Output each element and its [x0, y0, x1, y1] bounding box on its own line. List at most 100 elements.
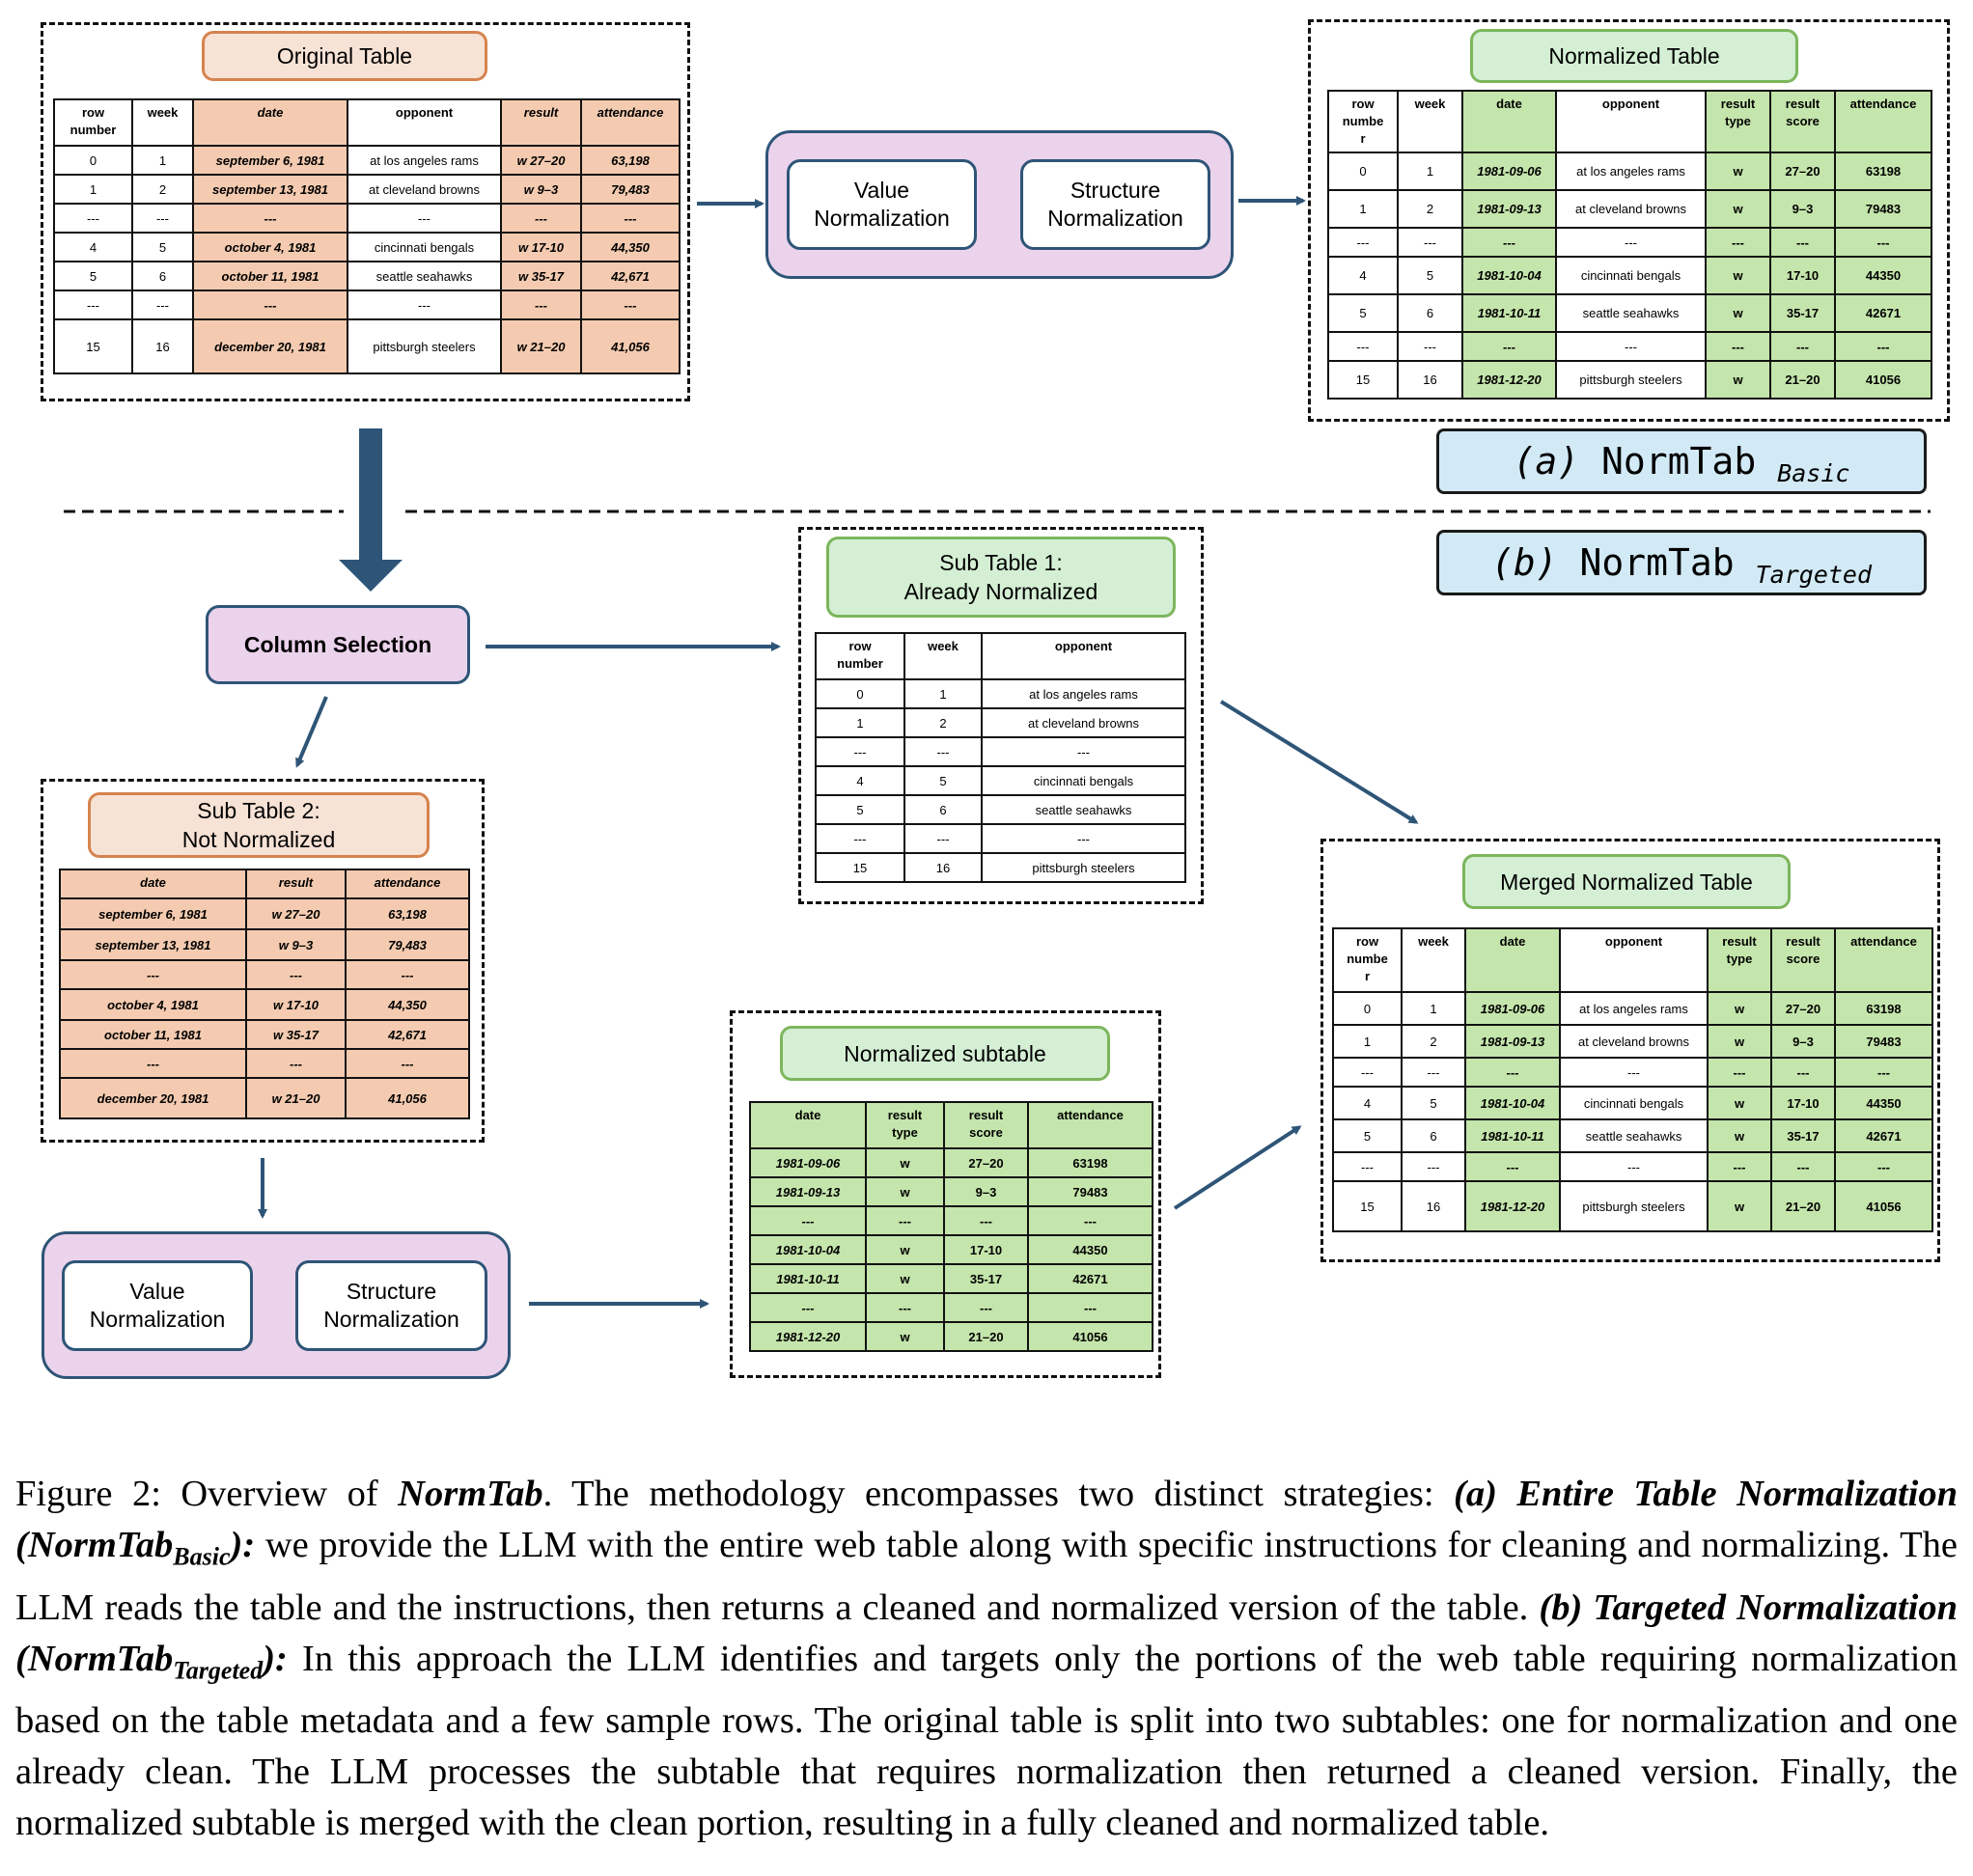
table-row: ---------------------	[1332, 1151, 1933, 1182]
table-cell: 42,671	[580, 261, 681, 291]
table-cell: 6	[131, 261, 194, 291]
value-normalization-box: Value Normalization	[787, 159, 977, 250]
header-cell: week	[903, 632, 983, 680]
table-row: ---------	[815, 736, 1186, 767]
table-cell: ---	[981, 736, 1186, 767]
table-cell: september 6, 1981	[59, 897, 247, 930]
table-cell: ---	[1397, 227, 1463, 258]
table-cell: ---	[1769, 331, 1836, 362]
table-cell: w	[865, 1234, 945, 1265]
table-cell: ---	[943, 1205, 1029, 1236]
table-cell: ---	[1705, 227, 1771, 258]
table-cell: december 20, 1981	[59, 1077, 247, 1119]
header-cell: row numbe r	[1332, 927, 1403, 993]
table-cell: 42671	[1027, 1263, 1153, 1294]
table-cell: 1981-10-11	[749, 1263, 867, 1294]
table-row: ---------------------	[1327, 331, 1932, 362]
table-cell: w	[1707, 1086, 1772, 1120]
sub-table-2-title: Sub Table 2: Not Normalized	[88, 792, 430, 858]
original-table-frame	[41, 22, 690, 401]
caption-bold-3: (b) Targeted Normalization (NormTab	[15, 1586, 1958, 1679]
table-cell: ---	[1559, 1151, 1709, 1182]
table-cell: 63,198	[345, 897, 470, 930]
table-cell: 79483	[1834, 1024, 1933, 1059]
table-cell: 1981-10-04	[749, 1234, 867, 1265]
merged-table-title: Merged Normalized Table	[1462, 854, 1791, 909]
table-cell: w	[1707, 1180, 1772, 1232]
table-cell: september 13, 1981	[192, 174, 348, 205]
table-cell: 9–3	[1769, 189, 1836, 229]
table-cell: pittsburgh steelers	[981, 852, 1186, 883]
table-cell: ---	[865, 1205, 945, 1236]
table-cell: 41056	[1834, 360, 1932, 400]
table-cell: ---	[59, 1048, 247, 1079]
header-cell: attendance	[1834, 90, 1932, 153]
table-cell: w	[1707, 1118, 1772, 1153]
table-cell: ---	[580, 203, 681, 234]
table-cell: ---	[943, 1292, 1029, 1323]
table-cell: 42671	[1834, 1118, 1933, 1153]
table-cell: pittsburgh steelers	[1559, 1180, 1709, 1232]
table-cell: 41,056	[345, 1077, 470, 1119]
table-cell: w	[865, 1176, 945, 1207]
table-cell: ---	[131, 290, 194, 320]
table-cell: ---	[1461, 227, 1557, 258]
table-cell: w	[1707, 1024, 1772, 1059]
table-cell: 6	[1397, 293, 1463, 333]
table-cell: ---	[1707, 1057, 1772, 1088]
table-cell: 1981-09-13	[749, 1176, 867, 1207]
table-row: ---------------------	[1327, 227, 1932, 258]
table-cell: w	[865, 1263, 945, 1294]
table-cell: 41056	[1834, 1180, 1933, 1232]
table-cell: ---	[1707, 1151, 1772, 1182]
table-cell: 2	[131, 174, 194, 205]
table-cell: ---	[192, 203, 348, 234]
table-cell: 1	[131, 145, 194, 176]
table-cell: ---	[865, 1292, 945, 1323]
table-cell: 1981-09-06	[1461, 152, 1557, 191]
table-row: ---------------------	[1332, 1057, 1933, 1088]
table-cell: ---	[1834, 1057, 1933, 1088]
structure-normalization-box: Structure Normalization	[1020, 159, 1210, 250]
table-cell: ---	[500, 203, 582, 234]
table-cell: w	[865, 1147, 945, 1178]
table-cell: w	[1707, 991, 1772, 1026]
table-cell: 27–20	[1770, 991, 1836, 1026]
table-cell: w	[1705, 360, 1771, 400]
normalized-table-title: Normalized Table	[1470, 29, 1798, 83]
table-cell: 15	[1332, 1180, 1403, 1232]
header-cell: week	[1397, 90, 1463, 153]
table-cell: 15	[53, 318, 133, 374]
table-row: ------------------	[53, 290, 681, 320]
table-cell: 1	[1397, 152, 1463, 191]
table-cell: 6	[1401, 1118, 1466, 1153]
table-cell: 41,056	[580, 318, 681, 374]
table-cell: 1981-10-11	[1464, 1118, 1561, 1153]
table-row: ------------	[749, 1205, 1153, 1236]
table-cell: 1981-10-04	[1464, 1086, 1561, 1120]
table-cell: seattle seahawks	[981, 794, 1186, 825]
header-cell: result	[500, 98, 582, 147]
table-cell: ---	[345, 959, 470, 990]
table-cell: pittsburgh steelers	[347, 318, 502, 374]
table-cell: 0	[53, 145, 133, 176]
header-cell: result	[245, 869, 347, 899]
table-cell: 63198	[1027, 1147, 1153, 1178]
table-cell: 16	[903, 852, 983, 883]
table-cell: ---	[1555, 227, 1707, 258]
header-cell: result score	[943, 1101, 1029, 1149]
table-cell: 1981-12-20	[1464, 1180, 1561, 1232]
table-cell: w 35-17	[500, 261, 582, 291]
connector-layer	[64, 196, 1931, 1309]
